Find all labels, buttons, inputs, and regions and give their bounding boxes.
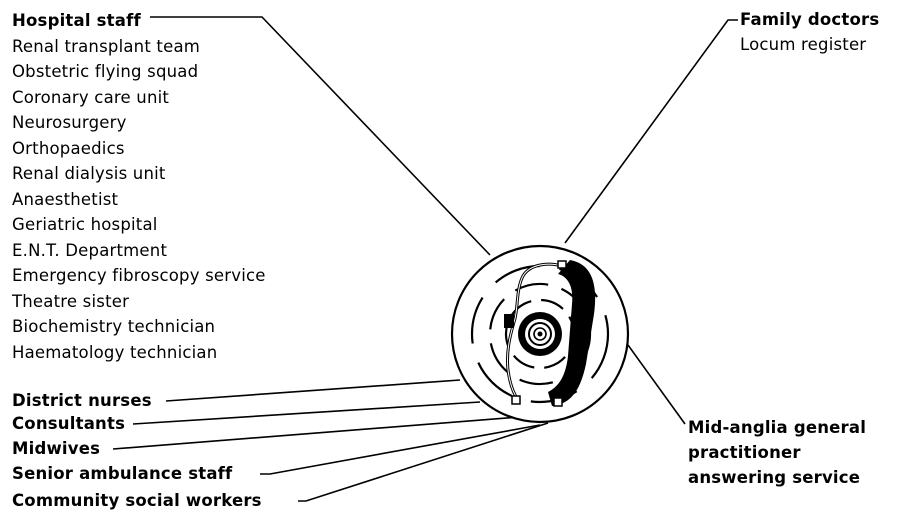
locum-register-label: Locum register [740, 35, 866, 55]
family-doctors-heading: Family doctors [740, 10, 879, 30]
list-item: Biochemistry technician [12, 314, 266, 340]
list-item: Obstetric flying squad [12, 59, 266, 85]
list-item: Theatre sister [12, 289, 266, 315]
answering-service-line2: practitioner [688, 443, 801, 463]
hospital-staff-list: Hospital staff Renal transplant team Obs… [12, 8, 266, 365]
answering-service-line [628, 345, 685, 424]
list-item: Emergency fibroscopy service [12, 263, 266, 289]
family-doctors-line [565, 20, 738, 243]
district-nurses-label: District nurses [12, 391, 152, 411]
consultants-line [133, 402, 480, 424]
hospital-staff-heading: Hospital staff [12, 8, 266, 34]
community-social-workers-label: Community social workers [12, 491, 262, 511]
midwives-label: Midwives [12, 439, 100, 459]
consultants-label: Consultants [12, 414, 125, 434]
telephone-disc [452, 246, 628, 422]
ambulance-line [260, 425, 540, 474]
answering-service-line1: Mid-anglia general [688, 418, 866, 438]
list-item: Haematology technician [12, 340, 266, 366]
list-item: Anaesthetist [12, 187, 266, 213]
list-item: Renal dialysis unit [12, 161, 266, 187]
list-item: Geriatric hospital [12, 212, 266, 238]
list-item: Orthopaedics [12, 136, 266, 162]
district-nurses-line [166, 380, 460, 401]
list-item: Coronary care unit [12, 85, 266, 111]
list-item: Renal transplant team [12, 34, 266, 60]
answering-service-line3: answering service [688, 468, 860, 488]
list-item: E.N.T. Department [12, 238, 266, 264]
senior-ambulance-staff-label: Senior ambulance staff [12, 464, 232, 484]
list-item: Neurosurgery [12, 110, 266, 136]
